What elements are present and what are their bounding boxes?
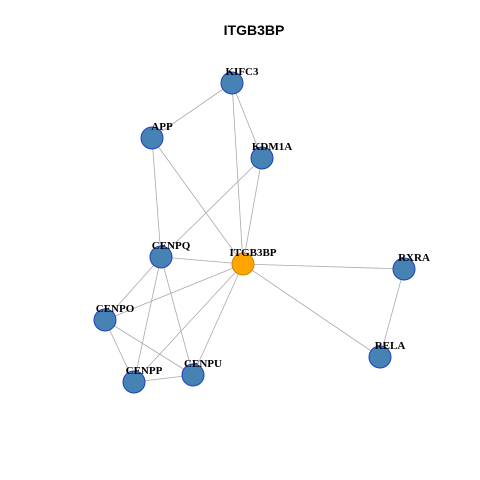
edge-itgb3bp-rxra bbox=[242, 263, 405, 270]
node-label-cenpo: CENPO bbox=[96, 303, 135, 315]
node-circle-kifc3 bbox=[220, 71, 244, 95]
edge-rxra-rela bbox=[379, 268, 405, 358]
node-label-itgb3bp: ITGB3BP bbox=[229, 247, 276, 259]
node-circle-kdm1a bbox=[250, 146, 274, 170]
node-circle-itgb3bp bbox=[231, 252, 255, 276]
node-cenpp: CENPP bbox=[122, 365, 163, 394]
node-itgb3bp: ITGB3BP bbox=[229, 247, 277, 276]
node-label-app: APP bbox=[151, 121, 173, 133]
edge-itgb3bp-cenpo bbox=[104, 263, 244, 321]
edge-cenpq-itgb3bp bbox=[160, 256, 244, 265]
node-circle-cenpq bbox=[149, 245, 173, 269]
edge-cenpq-cenpu bbox=[160, 256, 194, 376]
node-label-kifc3: KIFC3 bbox=[226, 66, 260, 78]
node-label-kdm1a: KDM1A bbox=[252, 141, 292, 153]
edge-kdm1a-itgb3bp bbox=[242, 157, 263, 265]
edge-cenpo-cenpu bbox=[104, 319, 194, 376]
edge-kdm1a-cenpq bbox=[160, 157, 263, 258]
node-circle-rela bbox=[368, 345, 392, 369]
edge-itgb3bp-rela bbox=[242, 263, 381, 358]
graph-title: ITGB3BP bbox=[224, 22, 285, 38]
node-app: APP bbox=[140, 121, 173, 150]
node-circle-app bbox=[140, 126, 164, 150]
node-rela: RELA bbox=[368, 340, 406, 369]
node-rxra: RXRA bbox=[392, 252, 430, 281]
node-kdm1a: KDM1A bbox=[250, 141, 292, 170]
edge-itgb3bp-cenpp bbox=[133, 263, 244, 383]
edge-app-itgb3bp bbox=[151, 137, 244, 265]
edge-kifc3-kdm1a bbox=[231, 82, 263, 159]
node-kifc3: KIFC3 bbox=[220, 66, 260, 95]
edge-cenpq-cenpo bbox=[104, 256, 162, 321]
edge-itgb3bp-cenpu bbox=[192, 263, 244, 376]
edge-kifc3-itgb3bp bbox=[231, 82, 244, 265]
node-cenpo: CENPO bbox=[93, 303, 135, 332]
edge-app-cenpq bbox=[151, 137, 162, 258]
node-cenpq: CENPQ bbox=[149, 240, 191, 269]
edge-layer bbox=[104, 82, 405, 383]
node-label-cenpp: CENPP bbox=[126, 365, 163, 377]
node-circle-cenpp bbox=[122, 370, 146, 394]
node-circle-rxra bbox=[392, 257, 416, 281]
node-label-cenpq: CENPQ bbox=[152, 240, 191, 252]
edge-kifc3-app bbox=[151, 82, 233, 139]
edge-cenpq-cenpp bbox=[133, 256, 162, 383]
node-label-cenpu: CENPU bbox=[184, 358, 222, 370]
node-circle-cenpo bbox=[93, 308, 117, 332]
node-label-rela: RELA bbox=[375, 340, 406, 352]
node-cenpu: CENPU bbox=[181, 358, 222, 387]
node-circle-cenpu bbox=[181, 363, 205, 387]
node-label-rxra: RXRA bbox=[398, 252, 430, 264]
